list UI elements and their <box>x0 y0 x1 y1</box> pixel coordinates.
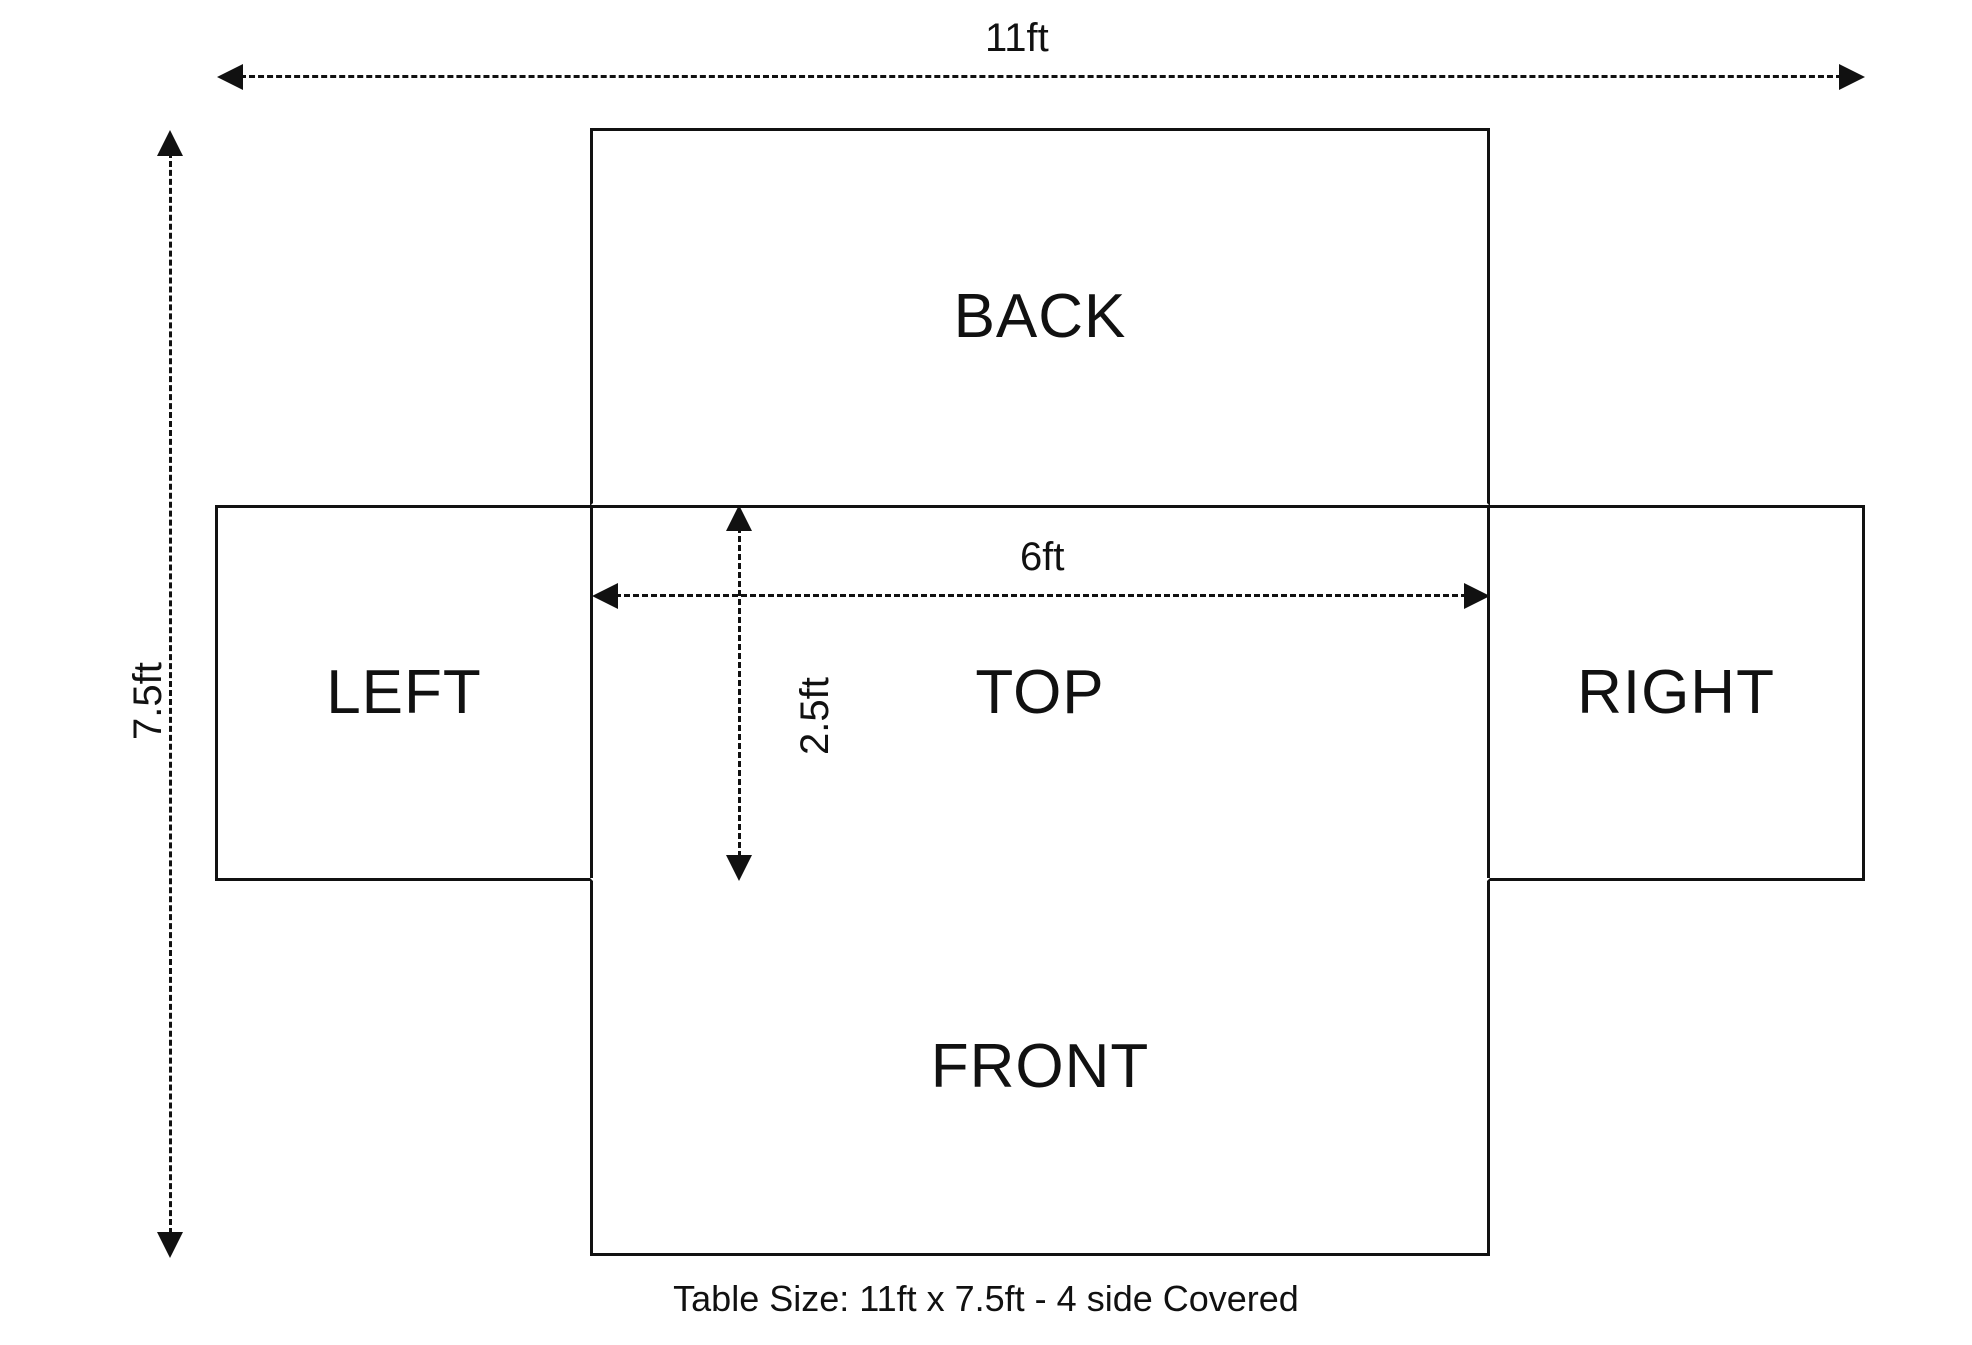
overall-height-dimension-line <box>169 152 172 1234</box>
top-width-right-arrowhead <box>1464 583 1490 609</box>
overall-width-dimension-line <box>240 75 1842 78</box>
top-depth-top-arrowhead <box>726 505 752 531</box>
top-depth-dimension-line <box>738 527 741 857</box>
overall-width-left-arrowhead <box>217 64 243 90</box>
panel-right-label: RIGHT <box>1577 658 1775 727</box>
overall-height-label: 7.5ft <box>126 662 170 740</box>
overall-width-label: 11ft <box>985 16 1049 60</box>
panel-left-label: LEFT <box>326 658 482 727</box>
top-width-label: 6ft <box>1020 535 1065 579</box>
panel-front-label: FRONT <box>930 1032 1150 1101</box>
top-depth-bottom-arrowhead <box>726 855 752 881</box>
panel-top-label: TOP <box>975 658 1105 727</box>
overall-width-right-arrowhead <box>1839 64 1865 90</box>
overall-height-top-arrowhead <box>157 130 183 156</box>
panel-left[interactable]: LEFT <box>215 505 593 881</box>
panel-back-label: BACK <box>953 282 1127 351</box>
panel-back[interactable]: BACK <box>590 128 1490 506</box>
top-depth-label: 2.5ft <box>793 677 837 755</box>
panel-right[interactable]: RIGHT <box>1487 505 1865 881</box>
panel-front[interactable]: FRONT <box>590 878 1490 1256</box>
top-width-dimension-line <box>615 594 1467 597</box>
diagram-caption: Table Size: 11ft x 7.5ft - 4 side Covere… <box>673 1278 1299 1319</box>
overall-height-bottom-arrowhead <box>157 1232 183 1258</box>
top-width-left-arrowhead <box>592 583 618 609</box>
